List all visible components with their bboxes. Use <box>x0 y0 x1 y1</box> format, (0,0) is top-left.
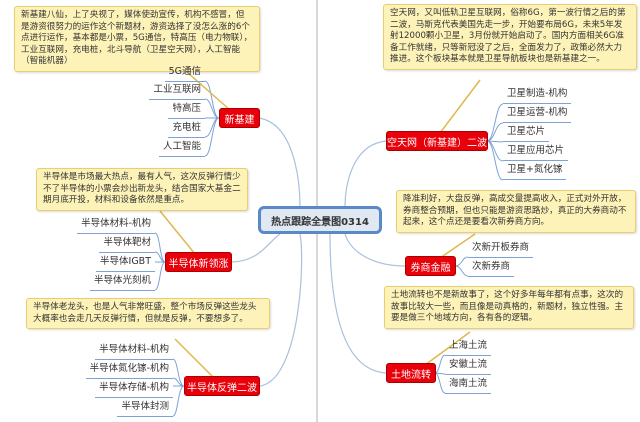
leaf-semi-litho[interactable]: 半导体光刻机 <box>89 273 155 291</box>
node-xinjijian[interactable]: 新基建 <box>219 108 260 128</box>
leaf-sat-app-chip[interactable]: 卫星应用芯片 <box>503 143 569 161</box>
leaf-uhv[interactable]: 特高压 <box>168 101 205 119</box>
leaf-semi-target[interactable]: 半导体靶材 <box>99 235 155 253</box>
leaf-5g[interactable]: 5G通信 <box>164 64 205 82</box>
leaf-sat-operation[interactable]: 卫星运营-机构 <box>503 105 572 123</box>
leaf-anhui-land[interactable]: 安徽土流 <box>445 357 492 375</box>
node-kongtian[interactable]: 空天网（新基建）二波 <box>386 131 488 151</box>
note-bandaoti-rebound: 半导体老龙头，也是人气非常旺盛，整个市场反弹这些龙头大概率也会走几天反弹行情，但… <box>26 298 270 329</box>
central-topic[interactable]: 热点跟踪全景图0314 <box>258 206 382 234</box>
leaf-semi-material[interactable]: 半导体材料-机构 <box>77 216 155 234</box>
leaf-new-broker-open[interactable]: 次新开板券商 <box>468 240 534 258</box>
node-bandaoti-rebound[interactable]: 半导体反弹二波 <box>184 376 260 396</box>
leaf-sat-gan[interactable]: 卫星+氮化镓 <box>503 162 567 180</box>
leaf-semi-storage[interactable]: 半导体存储-机构 <box>95 380 173 398</box>
leaf-hainan-land[interactable]: 海南土流 <box>445 376 492 394</box>
node-bandaoti-new[interactable]: 半导体新领涨 <box>165 252 232 272</box>
leaf-charging-pile[interactable]: 充电桩 <box>168 120 205 138</box>
leaf-semi-igbt[interactable]: 半导体IGBT <box>96 254 155 272</box>
leaf-new-broker[interactable]: 次新券商 <box>468 259 515 277</box>
node-quanshang[interactable]: 券商金融 <box>405 256 456 276</box>
note-xinjijian: 新基建八仙，上了央视了，媒体使劲宣传，机构不感冒，但是游资很努力的运作这个新题材… <box>14 6 260 72</box>
note-bandaoti-new: 半导体是市场最大热点，最有人气，这次反弹行情少不了半导体的小票会炒出新龙头，结合… <box>36 168 248 211</box>
leaf-semi-gan[interactable]: 半导体氮化镓-机构 <box>85 361 173 379</box>
leaf-shanghai-land[interactable]: 上海土流 <box>445 338 492 356</box>
leaf-sat-chip[interactable]: 卫星芯片 <box>503 124 550 142</box>
leaf-semi-packaging[interactable]: 半导体封测 <box>117 399 173 417</box>
leaf-ai[interactable]: 人工智能 <box>158 139 205 157</box>
note-tudi: 土地流转也不是新故事了，这个好多年每年都有点事，这次的故事比较大一些，而且像是动… <box>384 286 634 329</box>
leaf-industrial-internet[interactable]: 工业互联网 <box>149 82 205 100</box>
note-kongtian: 空天网，又叫低轨卫星互联网，俗称6G，第一波行情之后的第二波，马斯克代表美国先走… <box>383 4 637 70</box>
leaf-sat-manufacture[interactable]: 卫星制造-机构 <box>503 86 572 104</box>
leaf-semi-material2[interactable]: 半导体材料-机构 <box>95 342 173 360</box>
node-tudi[interactable]: 土地流转 <box>386 363 436 383</box>
note-quanshang: 降准利好，大盘反弹，高成交量提高收入，正式对外开放，券商整合预期，但也只能是游资… <box>396 190 636 233</box>
